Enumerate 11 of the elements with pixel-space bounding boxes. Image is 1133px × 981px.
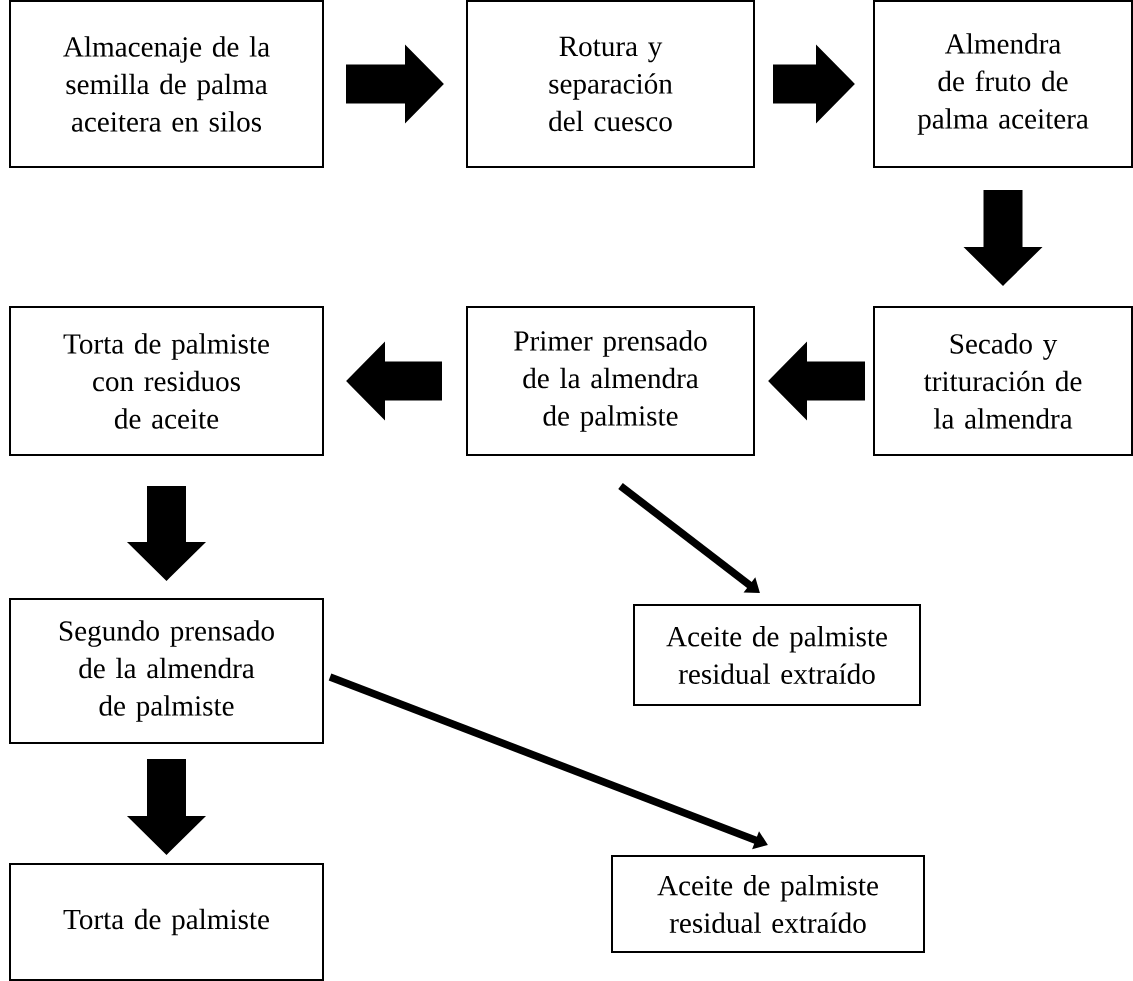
arrow <box>618 483 760 593</box>
process-box: Primer prensado de la almendra de palmiste <box>466 306 755 456</box>
process-box: Torta de palmiste con residuos de aceite <box>9 306 324 456</box>
process-box: Secado y trituración de la almendra <box>873 306 1133 456</box>
process-box: Aceite de palmiste residual extraído <box>633 604 921 706</box>
process-box: Almacenaje de la semilla de palma aceitera en silos <box>9 0 324 168</box>
process-box: Rotura y separación del cuesco <box>466 0 755 168</box>
process-box: Segundo prensado de la almendra de palmiste <box>9 598 324 744</box>
process-box: Almendra de fruto de palma aceitera <box>873 0 1133 168</box>
process-box: Torta de palmiste <box>9 863 324 981</box>
process-box: Aceite de palmiste residual extraído <box>611 855 925 953</box>
